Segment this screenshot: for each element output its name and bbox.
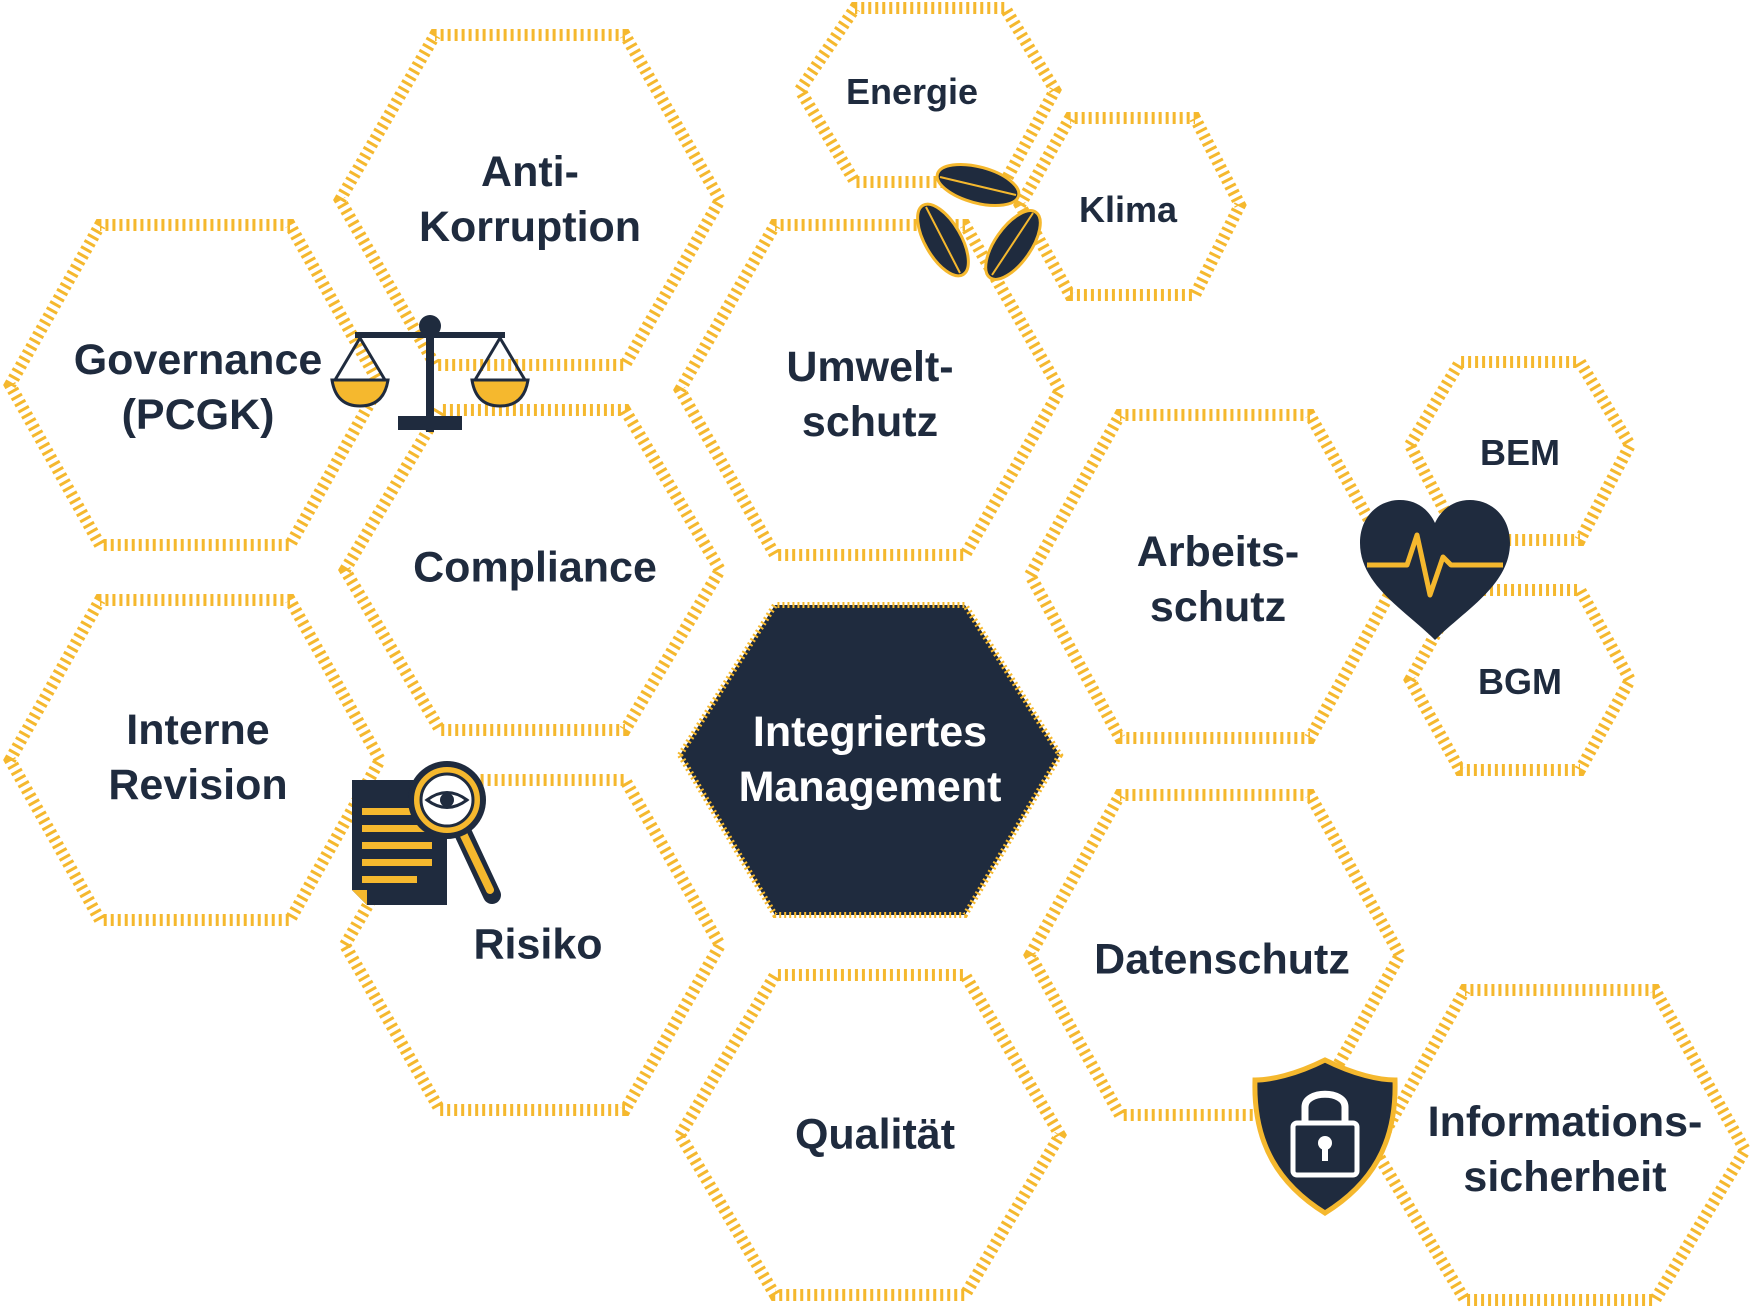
label-umweltschutz: Umwelt-schutz xyxy=(786,342,954,446)
hex-klima xyxy=(1013,112,1247,301)
label-klima: Klima xyxy=(1078,188,1178,230)
label-arbeitsschutz: Arbeits-schutz xyxy=(1136,527,1300,631)
label-anti-korruption: Anti-Korruption xyxy=(418,147,642,251)
scales-icon xyxy=(330,315,530,432)
hex-governance xyxy=(3,219,387,551)
label-governance: Governance(PCGK) xyxy=(73,335,323,439)
label-bem: BEM xyxy=(1480,431,1560,473)
hex-informationssicherheit xyxy=(1368,984,1752,1306)
hex-center xyxy=(676,602,1064,918)
label-informationssicherheit: Informations-sicherheit xyxy=(1427,1097,1703,1201)
hex-anti-korruption xyxy=(333,29,727,371)
hex-umweltschutz xyxy=(673,219,1067,561)
hex-bgm xyxy=(1403,584,1637,776)
label-bgm: BGM xyxy=(1478,660,1562,702)
label-energie: Energie xyxy=(845,70,979,112)
heart-pulse-icon xyxy=(1360,500,1510,640)
leaves-icon xyxy=(916,162,1042,281)
label-datenschutz: Datenschutz xyxy=(1094,935,1350,984)
label-risiko: Risiko xyxy=(473,920,603,969)
hex-arbeitsschutz xyxy=(1023,409,1407,744)
shield-lock-icon xyxy=(1252,1057,1398,1216)
hex-qualitaet xyxy=(673,969,1067,1301)
hex-interne-revision xyxy=(3,594,387,926)
document-magnifier-icon xyxy=(352,761,501,905)
label-qualitaet: Qualität xyxy=(794,1110,956,1159)
label-compliance: Compliance xyxy=(413,543,657,592)
hex-energie xyxy=(792,1,1062,188)
hex-datenschutz xyxy=(1023,789,1407,1121)
